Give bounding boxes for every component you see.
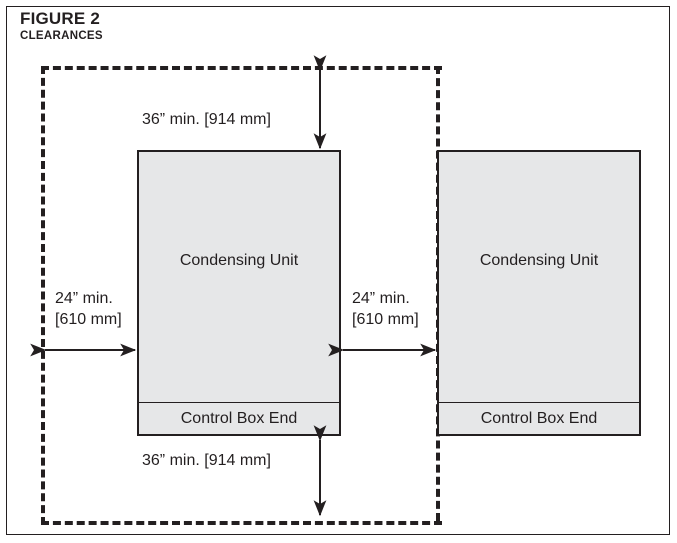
condensing-unit-label-left: Condensing Unit [179,252,299,269]
condensing-unit-box-left: Condensing Unit Control Box End [137,150,341,436]
dimension-label-middle: 24” min. [610 mm] [352,289,419,331]
condensing-unit-label-right: Condensing Unit [479,252,599,269]
dimension-label-left-line1: 24” min. [55,290,113,307]
figure-outer-frame [6,6,670,535]
dimension-label-left-line2: [610 mm] [55,310,122,328]
condensing-unit-box-right: Condensing Unit Control Box End [437,150,641,436]
control-box-end-label-left: Control Box End [139,402,339,434]
dimension-label-left: 24” min. [610 mm] [55,289,122,331]
dimension-label-bottom: 36” min. [914 mm] [142,452,271,469]
control-box-end-label-right: Control Box End [439,402,639,434]
figure-title-block: FIGURE 2 CLEARANCES [20,10,103,42]
figure-title: FIGURE 2 [20,9,101,28]
dimension-label-middle-line2: [610 mm] [352,310,419,328]
dimension-label-middle-line1: 24” min. [352,290,410,307]
figure-subtitle: CLEARANCES [20,29,103,42]
clearance-boundary-dashed [41,66,442,525]
dimension-label-top: 36” min. [914 mm] [142,111,271,128]
